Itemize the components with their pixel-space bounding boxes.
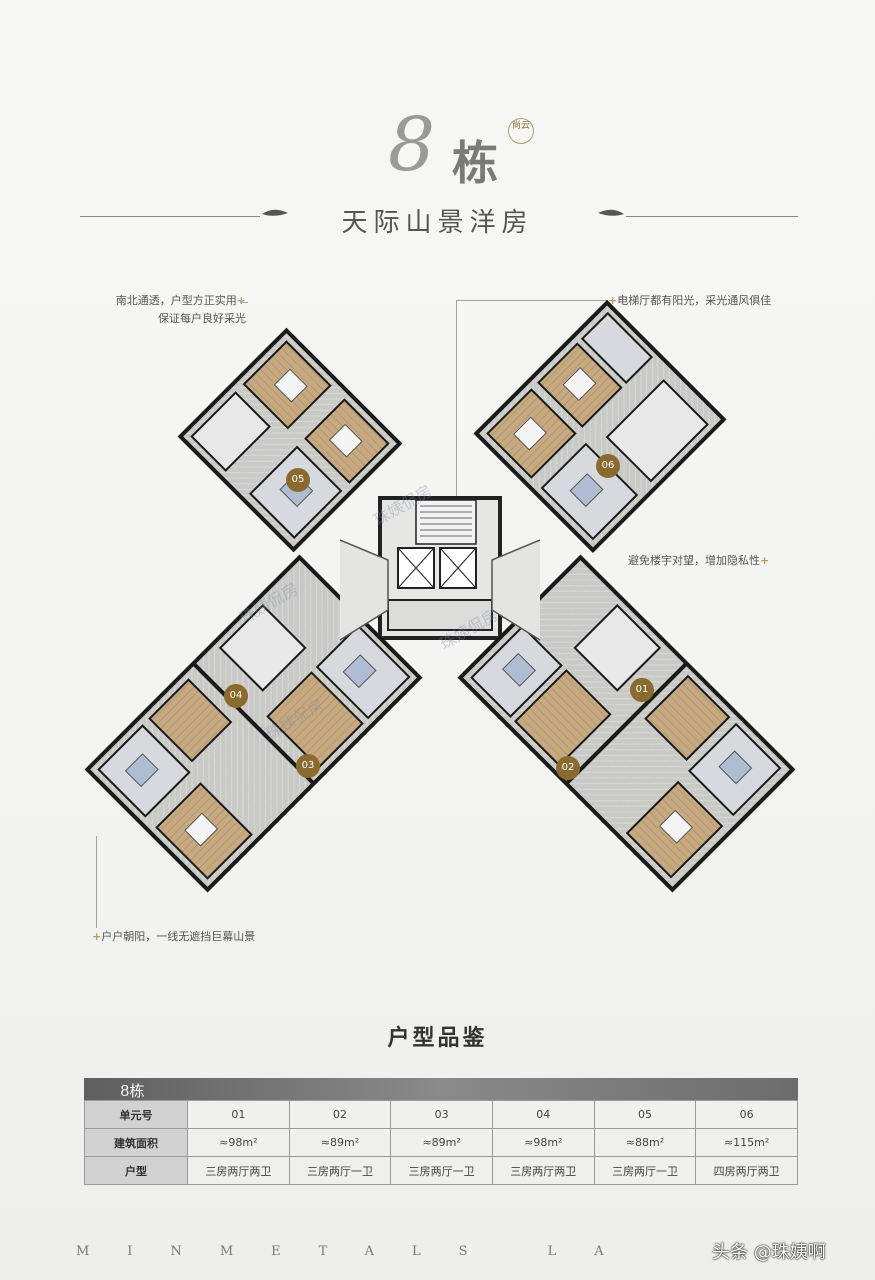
table-cell: ≈89m² [288, 1128, 392, 1157]
unit-badge-01: 01 [630, 678, 654, 702]
units-03-04-plan [84, 554, 423, 893]
table-cell: 三房两厅一卫 [288, 1156, 392, 1185]
footer-brand: MINMETALS LA [76, 1244, 642, 1259]
series-badge: 尚云 [508, 118, 534, 144]
table-banner: 8栋 [84, 1078, 798, 1100]
table-cell: ≈89m² [390, 1128, 493, 1157]
callout-north-south: 南北通透，户型方正实用+保证每户良好采光 [115, 294, 246, 325]
table-cell: 三房两厅一卫 [390, 1156, 493, 1185]
table-cell: 04 [491, 1100, 595, 1129]
units-01-02-plan [457, 554, 796, 893]
row-label: 建筑面积 [84, 1128, 188, 1157]
leaf-ornament-left-icon [262, 209, 288, 216]
building-number: 8 [388, 102, 436, 188]
row-label: 单元号 [84, 1100, 188, 1129]
table-cell: ≈98m² [491, 1128, 595, 1157]
source-credit: 头条 @珠姨啊 [712, 1242, 826, 1263]
table-row: 建筑面积 ≈98m² ≈89m² ≈89m² ≈98m² ≈88m² ≈115m… [84, 1128, 798, 1157]
callout-line [456, 300, 457, 500]
callout-line [96, 836, 97, 928]
floor-plan-illustration [84, 299, 796, 893]
unit-spec-table: 单元号 01 02 03 04 05 06 建筑面积 ≈98m² ≈89m² ≈… [84, 1100, 798, 1185]
unit-06-plan [473, 299, 727, 554]
table-cell: ≈115m² [695, 1128, 798, 1157]
table-cell: 01 [187, 1100, 290, 1129]
unit-badge-06: 06 [596, 454, 620, 478]
row-label: 户型 [84, 1156, 188, 1185]
building-label: 栋 [452, 136, 498, 190]
subtitle: 天际山景洋房 [341, 208, 534, 238]
callout-elevator: +电梯厅都有阳光，采光通风俱佳 [608, 294, 772, 307]
table-row: 单元号 01 02 03 04 05 06 [84, 1100, 798, 1129]
table-cell: 03 [390, 1100, 493, 1129]
table-cell: 三房两厅两卫 [187, 1156, 290, 1185]
table-cell: 三房两厅一卫 [593, 1156, 697, 1185]
table-cell: ≈98m² [187, 1128, 290, 1157]
table-title: 户型品鉴 [387, 1026, 488, 1051]
callout-privacy: 避免楼宇对望，增加隐私性+ [628, 554, 770, 567]
table-cell: 06 [695, 1100, 798, 1129]
table-cell: 三房两厅两卫 [491, 1156, 595, 1185]
unit-badge-02: 02 [556, 756, 580, 780]
table-cell: 02 [288, 1100, 392, 1129]
callout-line [456, 300, 608, 301]
unit-05-plan [177, 327, 403, 553]
table-cell: 四房两厅两卫 [695, 1156, 798, 1185]
table-cell: 05 [593, 1100, 697, 1129]
leaf-ornament-right-icon [598, 209, 624, 216]
title-rule-left [80, 216, 260, 217]
title-rule-right [626, 216, 798, 217]
callout-sunlight: +户户朝阳，一线无遮挡巨幕山景 [92, 930, 256, 943]
unit-badge-03: 03 [296, 754, 320, 778]
unit-badge-05: 05 [286, 468, 310, 492]
table-row: 户型 三房两厅两卫 三房两厅一卫 三房两厅一卫 三房两厅两卫 三房两厅一卫 四房… [84, 1156, 798, 1185]
unit-badge-04: 04 [224, 684, 248, 708]
table-cell: ≈88m² [593, 1128, 697, 1157]
callout-line [240, 302, 248, 303]
